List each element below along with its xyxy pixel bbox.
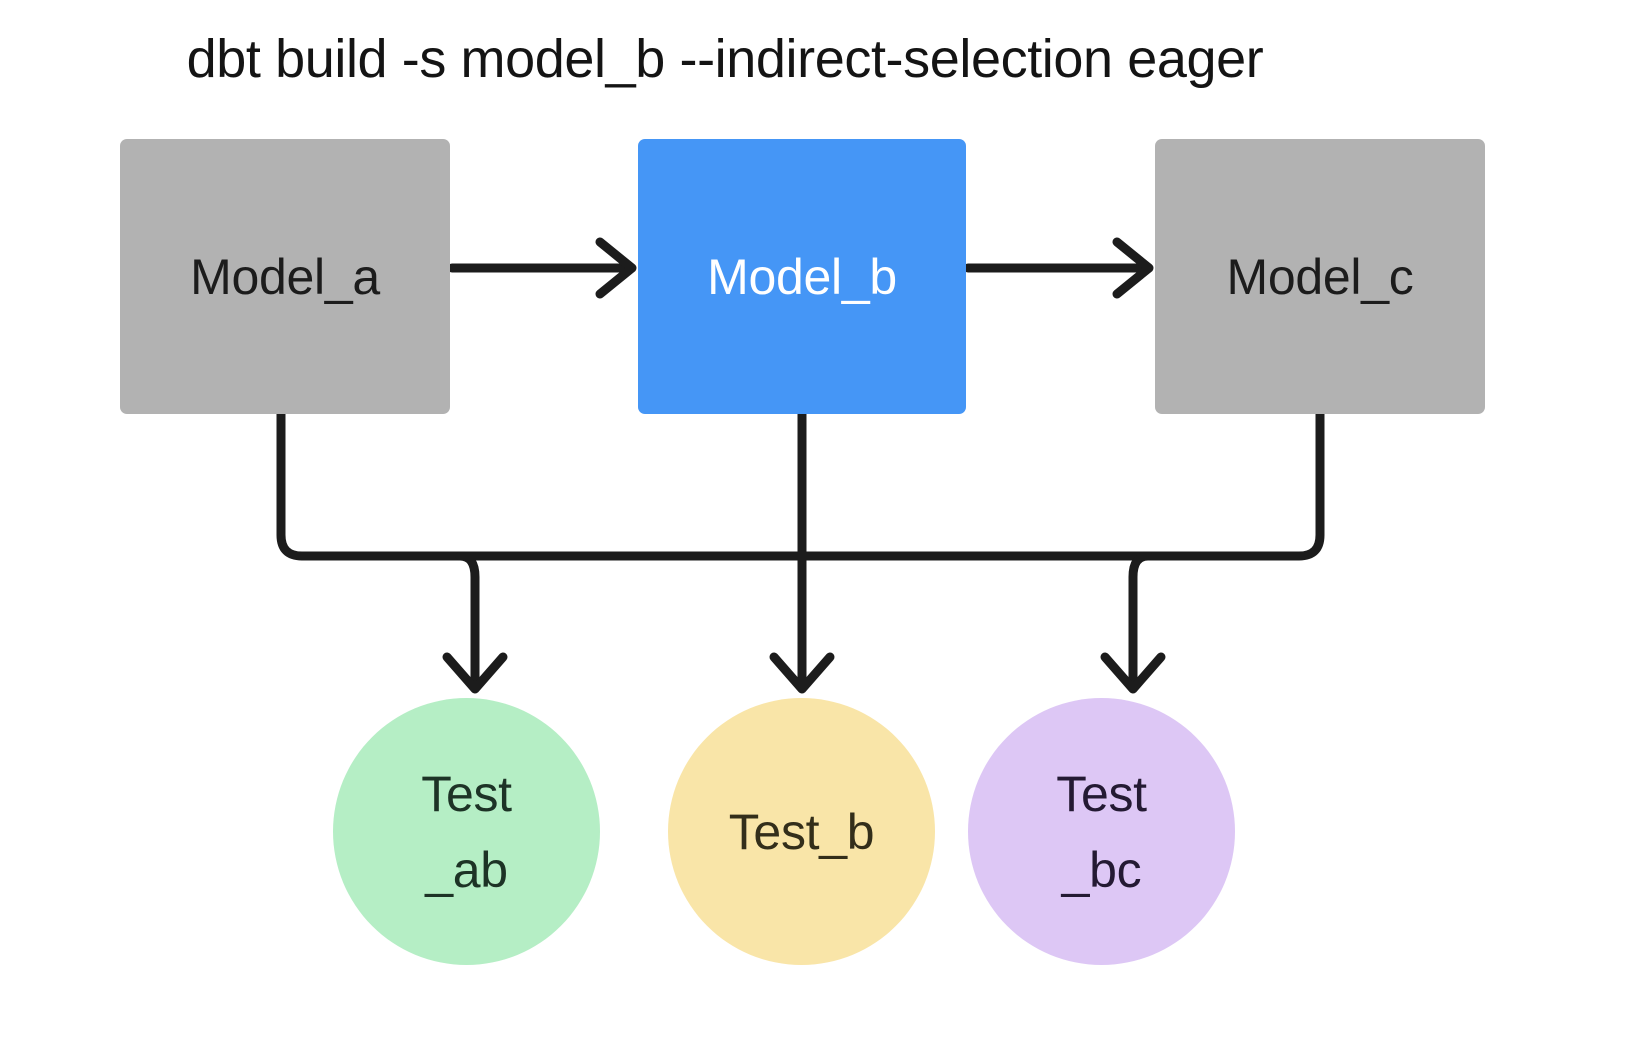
edge-branch-to-test-bc	[1100, 551, 1166, 694]
edge-model-a-to-test-ab	[276, 409, 465, 561]
node-test-ab-label-line1: Test	[421, 765, 512, 822]
node-test-ab-label-line2: _ab	[425, 841, 508, 898]
node-model-b-label: Model_b	[707, 248, 897, 305]
node-test-ab[interactable]: Test _ab	[333, 698, 600, 965]
node-test-bc-label-line1: Test	[1056, 765, 1147, 822]
node-test-bc[interactable]: Test _bc	[968, 698, 1235, 965]
edge-model-b-to-test-b	[769, 409, 835, 694]
node-test-bc-label-line2: _bc	[1061, 841, 1142, 898]
node-model-b[interactable]: Model_b	[638, 139, 966, 414]
node-model-c[interactable]: Model_c	[1155, 139, 1485, 414]
node-model-c-label: Model_c	[1226, 248, 1414, 305]
edge-model-a-to-model-b	[447, 237, 637, 299]
node-test-b[interactable]: Test_b	[668, 698, 935, 965]
node-model-a-label: Model_a	[190, 248, 380, 305]
page-title: dbt build -s model_b --indirect-selectio…	[186, 29, 1264, 89]
edge-branch-to-test-ab	[442, 551, 508, 694]
edge-model-b-to-model-c	[963, 237, 1154, 299]
node-model-a[interactable]: Model_a	[120, 139, 450, 414]
node-test-b-label-line1: Test_b	[728, 803, 875, 860]
edge-model-c-to-test-bc	[1143, 409, 1325, 561]
